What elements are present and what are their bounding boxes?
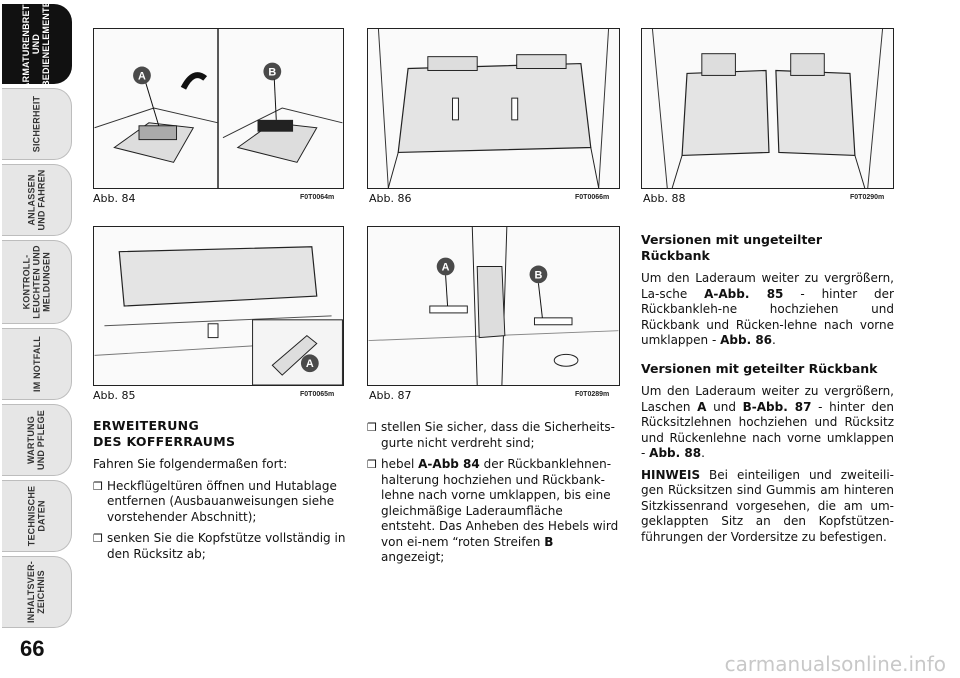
figure-abb85: A: [93, 226, 344, 386]
figure-caption: Abb. 86: [369, 192, 412, 205]
text-column-2: stellen Sie sicher, dass die Sicherheits…: [367, 420, 620, 572]
watermark: carmanualsonline.info: [724, 652, 946, 676]
figure-abb88: [641, 28, 894, 189]
page-number: 66: [20, 636, 45, 661]
tab-im-notfall[interactable]: IM NOTFALL: [2, 328, 72, 400]
figure-abb84: A B: [93, 28, 344, 189]
tab-label: SICHERHEIT: [31, 95, 42, 153]
bullet-item: Heckflügeltüren öffnen und Hutablage ent…: [93, 479, 346, 526]
paragraph: Um den Laderaum weiter zu vergrößern, La…: [641, 384, 895, 460]
text-column-3: Versionen mit ungeteilter Rückbank Um de…: [641, 232, 894, 551]
figure-label-a: A: [306, 358, 314, 370]
figure-caption: Abb. 84: [93, 192, 136, 205]
bullet-item: senken Sie die Kopfstütze vollständig in…: [93, 531, 346, 562]
tab-sicherheit[interactable]: SICHERHEIT: [2, 88, 72, 160]
figure-caption: Abb. 88: [643, 192, 686, 205]
figure-abb88-illustration: [651, 29, 884, 188]
section-heading: Versionen mit geteilter Rückbank: [641, 360, 878, 376]
figure-code: F0T0065m: [300, 391, 335, 398]
bullet-item: hebel A-Abb 84 der Rückbanklehnen-halter…: [367, 457, 620, 566]
figure-label-b: B: [268, 66, 276, 78]
text-column-1: ERWEITERUNG DES KOFFERRAUMS Fahren Sie f…: [93, 418, 346, 568]
figure-label-b: B: [535, 269, 543, 281]
note-paragraph: HINWEIS Bei einteiligen und zweiteili-ge…: [641, 467, 894, 544]
bullet-item: stellen Sie sicher, dass die Sicherheits…: [367, 420, 620, 451]
paragraph: Um den Laderaum weiter zu vergrößern, La…: [641, 271, 894, 347]
intro-text: Fahren Sie folgendermaßen fort:: [93, 457, 288, 471]
figure-abb87: A B: [367, 226, 620, 386]
figure-abb86-illustration: [377, 29, 610, 188]
figure-abb87-illustration: A B: [368, 227, 619, 385]
figure-abb84-illustration: A B: [94, 29, 343, 188]
figure-code: F0T0064m: [300, 194, 335, 201]
figure-code: F0T0290m: [850, 194, 885, 201]
figure-caption: Abb. 87: [369, 389, 412, 402]
tab-label: INHALTSVER-ZEICHNIS: [26, 560, 47, 624]
figure-label-a: A: [138, 70, 146, 82]
figure-abb85-illustration: A: [94, 246, 343, 385]
section-heading: ERWEITERUNG DES KOFFERRAUMS: [93, 418, 236, 449]
figure-abb86: [367, 28, 620, 189]
figure-code: F0T0289m: [575, 391, 610, 398]
figure-label-a: A: [442, 261, 450, 273]
tab-inhaltsverzeichnis[interactable]: INHALTSVER-ZEICHNIS: [2, 556, 72, 628]
section-heading: Versionen mit ungeteilter Rückbank: [641, 232, 823, 263]
figure-caption: Abb. 85: [93, 389, 136, 402]
tab-label: IM NOTFALL: [31, 336, 42, 392]
figure-code: F0T0066m: [575, 194, 610, 201]
